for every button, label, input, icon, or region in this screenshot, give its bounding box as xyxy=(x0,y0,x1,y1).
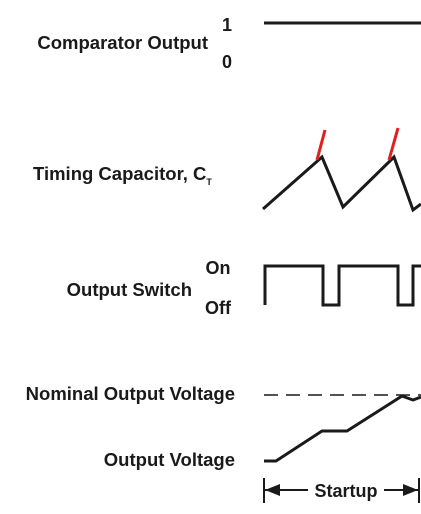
switch-on-label: On xyxy=(206,258,231,278)
timing-capacitor-subscript: T xyxy=(206,177,212,187)
comparator-high-level-label: 1 xyxy=(222,15,232,35)
startup-right-arrowhead xyxy=(403,484,418,496)
comparator-low-level-label: 0 xyxy=(222,52,232,72)
output-voltage-label: Output Voltage xyxy=(104,449,235,470)
output-switch-label: Output Switch xyxy=(67,279,192,300)
timing-capacitor-label-text: Timing Capacitor, C xyxy=(33,163,206,184)
capacitor-peak-highlight-2 xyxy=(387,127,400,161)
comparator-output-label: Comparator Output xyxy=(37,32,208,53)
capacitor-peak-highlight-1 xyxy=(315,129,327,161)
output-switch-trace xyxy=(263,264,421,307)
output-voltage-trace xyxy=(264,394,421,463)
timing-capacitor-label: Timing Capacitor, CT xyxy=(33,163,212,187)
startup-label: Startup xyxy=(315,481,378,501)
timing-capacitor-sawtooth xyxy=(262,154,421,213)
switch-off-label: Off xyxy=(205,298,232,318)
nominal-output-voltage-label: Nominal Output Voltage xyxy=(26,383,235,404)
startup-left-arrowhead xyxy=(265,484,280,496)
